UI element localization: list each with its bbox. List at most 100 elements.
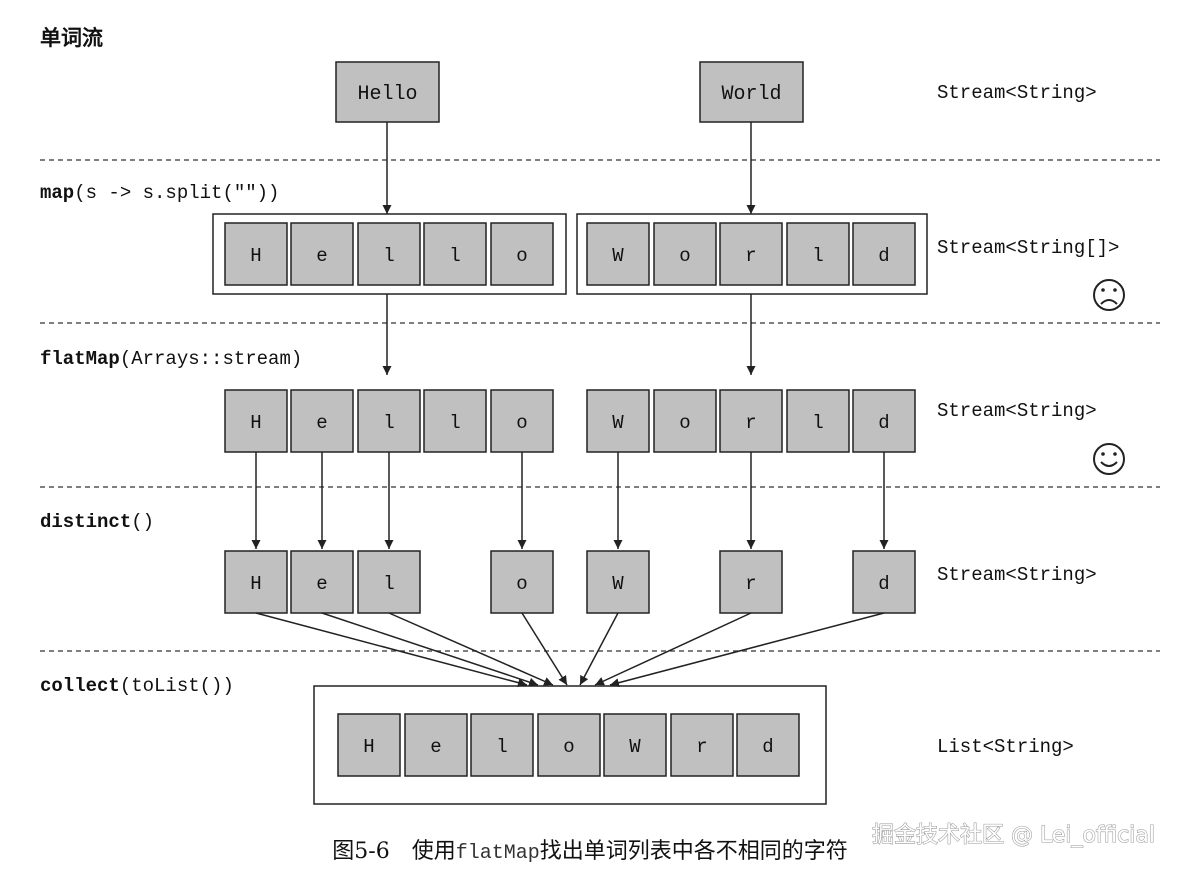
letter-cell: l bbox=[423, 222, 487, 286]
flow-arrow bbox=[321, 612, 539, 687]
svg-text:r: r bbox=[696, 736, 707, 758]
letter-cell: e bbox=[290, 550, 354, 614]
svg-text:l: l bbox=[383, 573, 394, 595]
letter-cell: o bbox=[490, 389, 554, 453]
figure-caption: 图5-6 使用flatMap找出单词列表中各不相同的字符 bbox=[332, 839, 847, 865]
letter-cell: l bbox=[357, 222, 421, 286]
letter-cell: o bbox=[653, 389, 717, 453]
flow-arrow bbox=[521, 612, 568, 686]
svg-text:o: o bbox=[516, 573, 527, 595]
happy-face-icon bbox=[1093, 443, 1125, 475]
op-label-distinct: distinct() bbox=[40, 511, 154, 533]
type-label-flatmap: Stream<String> bbox=[937, 400, 1097, 422]
letter-cell: l bbox=[357, 550, 421, 614]
letter-cell: l bbox=[470, 713, 534, 777]
svg-text:H: H bbox=[250, 412, 261, 434]
flow-arrow bbox=[609, 612, 885, 688]
word-box: World bbox=[699, 61, 804, 123]
svg-text:l: l bbox=[383, 412, 394, 434]
letter-cell: H bbox=[224, 222, 288, 286]
letter-cell: H bbox=[337, 713, 401, 777]
letter-cell: r bbox=[719, 222, 783, 286]
svg-text:H: H bbox=[250, 573, 261, 595]
letter-cell: W bbox=[586, 550, 650, 614]
type-label-distinct: Stream<String> bbox=[937, 564, 1097, 586]
flow-arrows bbox=[251, 122, 889, 688]
svg-text:World: World bbox=[721, 83, 781, 106]
svg-text:r: r bbox=[745, 412, 756, 434]
svg-text:o: o bbox=[516, 412, 527, 434]
svg-text:e: e bbox=[316, 412, 327, 434]
letter-cell: H bbox=[224, 550, 288, 614]
svg-text:r: r bbox=[745, 245, 756, 267]
svg-text:l: l bbox=[383, 245, 394, 267]
svg-text:e: e bbox=[316, 245, 327, 267]
letter-cell: r bbox=[719, 389, 783, 453]
op-label-map: map(s -> s.split("")) bbox=[40, 182, 279, 204]
svg-text:W: W bbox=[612, 245, 624, 267]
watermark: 掘金技术社区 @ Lei_official bbox=[872, 823, 1155, 848]
letter-cell: l bbox=[423, 389, 487, 453]
svg-text:H: H bbox=[363, 736, 374, 758]
diagram-title: 单词流 bbox=[40, 26, 103, 50]
letter-cell: W bbox=[603, 713, 667, 777]
svg-text:o: o bbox=[516, 245, 527, 267]
svg-text:o: o bbox=[563, 736, 574, 758]
svg-text:d: d bbox=[762, 736, 773, 758]
svg-text:r: r bbox=[745, 573, 756, 595]
letter-cell: o bbox=[490, 222, 554, 286]
svg-text:o: o bbox=[679, 245, 690, 267]
letter-cell: H bbox=[224, 389, 288, 453]
svg-text:W: W bbox=[612, 573, 624, 595]
svg-text:H: H bbox=[250, 245, 261, 267]
letter-cell: l bbox=[786, 222, 850, 286]
svg-text:d: d bbox=[878, 245, 889, 267]
svg-text:e: e bbox=[430, 736, 441, 758]
letter-cell: r bbox=[670, 713, 734, 777]
letter-cell: o bbox=[653, 222, 717, 286]
letter-cell: d bbox=[852, 389, 916, 453]
letter-cell: o bbox=[537, 713, 601, 777]
word-box: Hello bbox=[335, 61, 440, 123]
svg-text:W: W bbox=[629, 736, 641, 758]
letter-cell: W bbox=[586, 222, 650, 286]
letter-cell: e bbox=[290, 222, 354, 286]
sad-face-icon bbox=[1093, 279, 1125, 311]
letter-cell: r bbox=[719, 550, 783, 614]
letter-cell: d bbox=[852, 550, 916, 614]
svg-text:d: d bbox=[878, 573, 889, 595]
letter-cell: d bbox=[736, 713, 800, 777]
svg-text:o: o bbox=[679, 412, 690, 434]
stage-separators bbox=[40, 159, 1160, 652]
svg-text:Hello: Hello bbox=[357, 83, 417, 106]
op-label-collect: collect(toList()) bbox=[40, 675, 234, 697]
letter-cell: e bbox=[290, 389, 354, 453]
svg-text:l: l bbox=[812, 245, 823, 267]
flow-arrow bbox=[388, 612, 554, 686]
flow-arrow bbox=[579, 612, 619, 686]
svg-text:e: e bbox=[316, 573, 327, 595]
svg-text:l: l bbox=[449, 412, 460, 434]
letter-cell: e bbox=[404, 713, 468, 777]
letter-cell: l bbox=[357, 389, 421, 453]
svg-text:W: W bbox=[612, 412, 624, 434]
type-label-map: Stream<String[]> bbox=[937, 237, 1119, 259]
type-label-collect: List<String> bbox=[937, 736, 1074, 758]
svg-text:l: l bbox=[496, 736, 507, 758]
letter-cell: d bbox=[852, 222, 916, 286]
flow-arrow bbox=[255, 612, 528, 688]
op-label-flatmap: flatMap(Arrays::stream) bbox=[40, 348, 302, 370]
svg-text:l: l bbox=[812, 412, 823, 434]
word-boxes: Hello World bbox=[335, 61, 804, 123]
flow-arrow bbox=[594, 612, 752, 686]
type-label-words: Stream<String> bbox=[937, 82, 1097, 104]
letter-cell: W bbox=[586, 389, 650, 453]
svg-text:d: d bbox=[878, 412, 889, 434]
svg-text:l: l bbox=[449, 245, 460, 267]
